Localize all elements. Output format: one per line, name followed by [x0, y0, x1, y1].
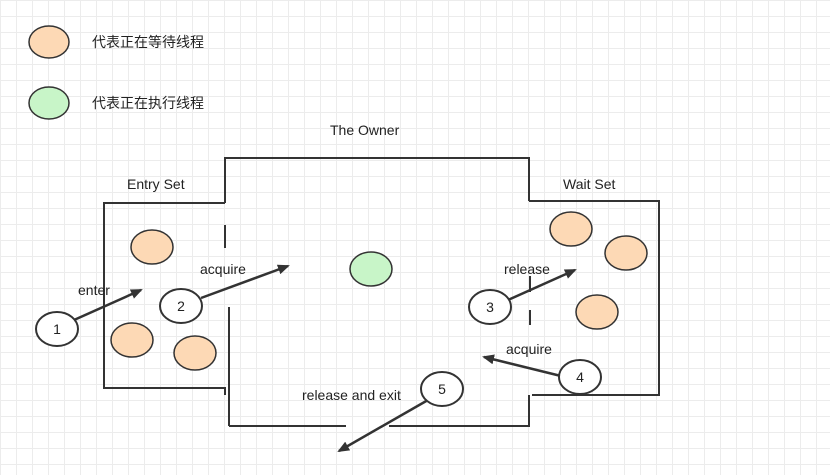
- step-5-bubble: [420, 371, 464, 407]
- legend-waiting-label: 代表正在等待线程: [92, 34, 204, 50]
- step-1-bubble: [35, 311, 79, 347]
- step-2-number: 2: [177, 298, 185, 314]
- arrow-release: [507, 268, 577, 302]
- wait-thread-3: [575, 294, 619, 330]
- step-1-number: 1: [53, 321, 61, 337]
- monitor-outline: [103, 157, 660, 427]
- step-3-number: 3: [486, 299, 494, 315]
- owner-bottom-right: [389, 395, 530, 427]
- wait-thread-1: [549, 211, 593, 247]
- step-2-bubble: [159, 288, 203, 324]
- entry-thread-1: [130, 229, 174, 265]
- wait-set-label: Wait Set: [563, 176, 615, 192]
- step-4-number: 4: [576, 369, 584, 385]
- entry-set-outline: [103, 202, 226, 395]
- arrow-acquire-entry: [200, 264, 290, 300]
- step-3-label: release: [504, 261, 550, 277]
- arrow-acquire-wait: [482, 354, 562, 378]
- step-5-label: release and exit: [302, 387, 401, 403]
- arrow-enter: [73, 288, 143, 322]
- step-4-bubble: [558, 359, 602, 395]
- legend-running-swatch: [28, 86, 70, 120]
- owner-label: The Owner: [330, 122, 400, 138]
- entry-set-top-wall: [224, 157, 530, 203]
- arrow-release-exit: [337, 398, 429, 453]
- step-4-label: acquire: [506, 341, 552, 357]
- legend-waiting-swatch: [28, 25, 70, 59]
- entry-thread-3: [173, 335, 217, 371]
- owner-thread: [349, 251, 393, 287]
- step-1-label: enter: [78, 282, 110, 298]
- legend-running-label: 代表正在执行线程: [92, 95, 204, 111]
- step-5-number: 5: [438, 381, 446, 397]
- entry-set-label: Entry Set: [127, 176, 185, 192]
- wait-thread-2: [604, 235, 648, 271]
- step-2-label: acquire: [200, 261, 246, 277]
- step-3-bubble: [468, 289, 512, 325]
- entry-thread-2: [110, 322, 154, 358]
- wait-set-outline: [529, 200, 660, 396]
